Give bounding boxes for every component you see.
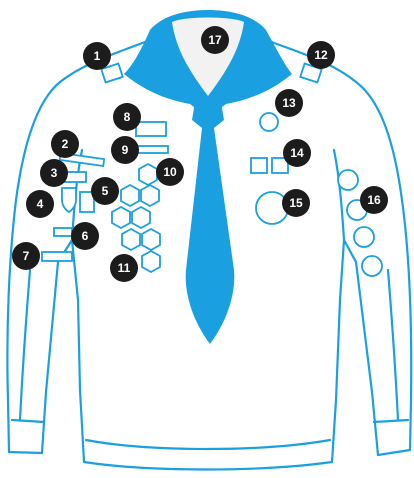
hex-badge: [141, 185, 159, 206]
marker-11: 11: [110, 254, 138, 282]
marker-17: 17: [201, 26, 229, 54]
hex-badge: [142, 251, 160, 272]
marker-5: 5: [91, 177, 119, 205]
marker-12: 12: [307, 41, 335, 69]
sleeve-round-badge: [354, 227, 374, 247]
right-sleeve-badges: [338, 170, 382, 276]
marker-14: 14: [283, 139, 311, 167]
marker-label: 4: [37, 197, 44, 211]
marker-10: 10: [156, 158, 184, 186]
marker-6: 6: [71, 222, 99, 250]
chest-small-round-badge: [260, 113, 278, 131]
marker-label: 1: [94, 49, 101, 63]
right-cuff: [374, 420, 408, 422]
hex-badge: [122, 229, 140, 250]
marker-label: 6: [82, 229, 89, 243]
marker-15: 15: [282, 189, 310, 217]
marker-label: 17: [208, 33, 222, 47]
marker-label: 15: [289, 196, 303, 210]
marker-13: 13: [275, 89, 303, 117]
marker-label: 12: [314, 48, 328, 62]
marker-label: 10: [163, 165, 177, 179]
marker-3: 3: [40, 159, 68, 187]
chest-strip: [136, 146, 168, 153]
marker-label: 7: [23, 249, 30, 263]
hex-badge: [139, 164, 157, 185]
marker-4: 4: [26, 190, 54, 218]
marker-label: 13: [282, 96, 296, 110]
marker-label: 14: [290, 146, 304, 160]
sleeve-round-badge: [362, 256, 382, 276]
marker-9: 9: [111, 136, 139, 164]
marker-label: 16: [367, 193, 381, 207]
hex-badge: [121, 185, 139, 206]
left-arm-inner: [20, 270, 30, 420]
hex-badge: [132, 207, 150, 228]
sleeve-shield-badge: [62, 188, 76, 212]
chest-name-tape: [136, 122, 166, 136]
right-underarm-seam: [334, 150, 344, 240]
marker-label: 8: [124, 110, 131, 124]
marker-2: 2: [51, 130, 79, 158]
waist-band: [86, 440, 330, 449]
sleeve-round-badge: [338, 170, 358, 190]
right-chest-badges: [251, 113, 288, 224]
marker-label: 5: [102, 184, 109, 198]
marker-label: 11: [118, 261, 131, 275]
sleeve-lower-badge: [42, 252, 72, 261]
right-arm-inner: [388, 270, 398, 420]
hex-badge: [112, 207, 130, 228]
hex-badge: [142, 229, 160, 250]
marker-label: 9: [122, 143, 129, 157]
sleeve-small-badge: [54, 228, 72, 236]
chest-square-badge-left: [251, 158, 267, 173]
left-cuff: [12, 420, 44, 422]
marker-7: 7: [12, 242, 40, 270]
marker-16: 16: [360, 186, 388, 214]
scarf-tie: [186, 96, 235, 344]
marker-label: 2: [62, 137, 69, 151]
marker-label: 3: [51, 166, 58, 180]
marker-8: 8: [113, 103, 141, 131]
marker-1: 1: [83, 42, 111, 70]
